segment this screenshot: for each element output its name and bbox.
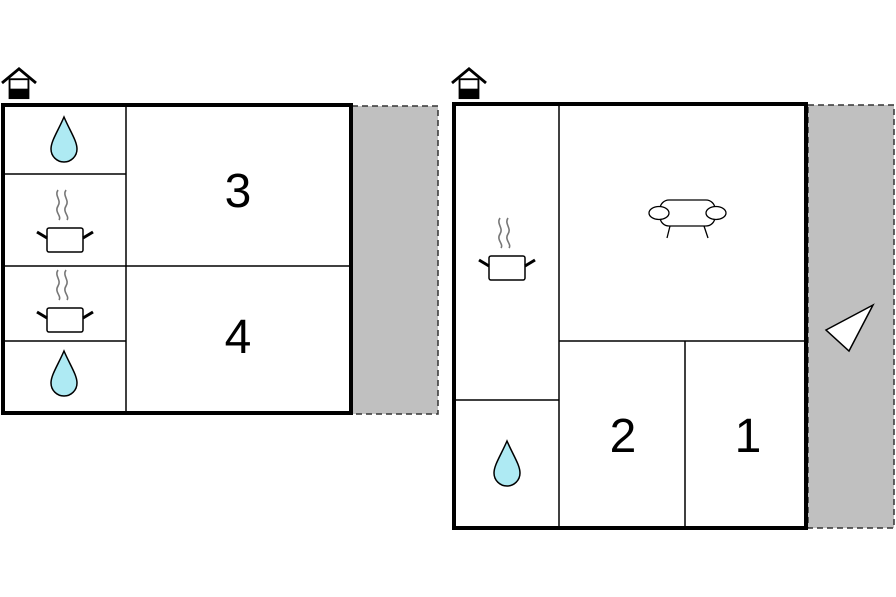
sofa-icon	[648, 199, 727, 239]
water-drop-icon	[50, 116, 78, 163]
cooking-pot-icon	[35, 268, 95, 334]
terrace	[351, 105, 439, 415]
house-entrance-icon	[0, 67, 38, 100]
water-drop-icon	[50, 350, 78, 397]
room-number: 1	[735, 410, 762, 463]
cooking-pot-icon	[35, 188, 95, 254]
floor-right: 2 1	[450, 67, 895, 530]
room-number: 2	[610, 410, 637, 463]
floor-left-outline	[1, 103, 353, 415]
cooking-pot-icon	[477, 216, 537, 282]
house-entrance-icon	[450, 67, 488, 100]
floor-right-outline	[452, 102, 808, 530]
room-number: 4	[225, 311, 252, 364]
water-drop-icon	[493, 440, 521, 487]
room-number: 3	[225, 165, 252, 218]
compass-triangle-icon	[824, 303, 875, 353]
floor-left: 3 4	[0, 67, 439, 415]
